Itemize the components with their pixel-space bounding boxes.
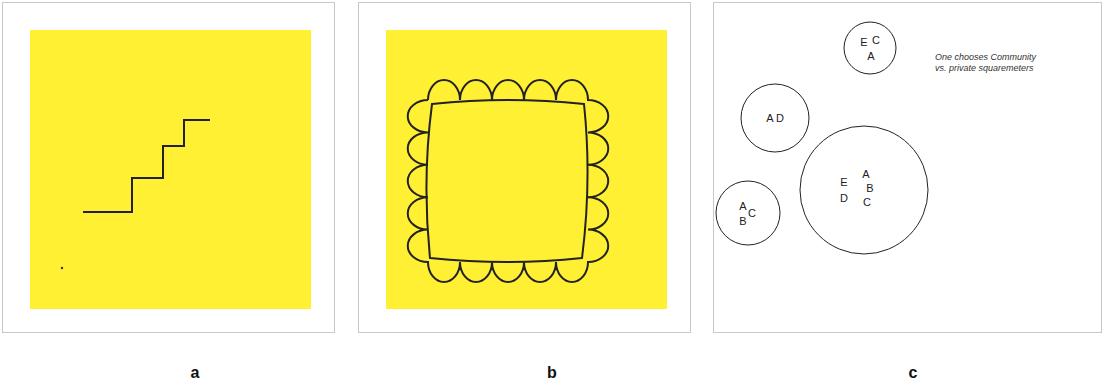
sticky-note (386, 30, 667, 309)
panel-label: a (191, 364, 200, 382)
circle-letter: C (863, 196, 871, 208)
circle-letter: B (739, 215, 746, 227)
square-sketch (426, 100, 587, 262)
letter-circle: ACB (715, 180, 781, 246)
letter-circle: ECA (843, 21, 897, 75)
circle-letter: A (766, 112, 773, 124)
circle-letter: A (739, 200, 746, 212)
sticky-note (30, 30, 311, 309)
panel-label: b (547, 364, 557, 382)
circle-letter: C (872, 34, 880, 46)
letter-circle: E AB D C (799, 125, 929, 255)
circle-outline (799, 125, 929, 255)
panel-frame (359, 3, 691, 333)
circle-letter: E (840, 176, 847, 188)
circle-letter: E (860, 36, 867, 48)
panel-frame (714, 3, 1102, 333)
dot (61, 267, 63, 269)
circle-letter: A (862, 168, 869, 180)
circle-letter: D (840, 192, 848, 204)
circle-outline (715, 180, 781, 246)
handwritten-note: One chooses Community vs. private square… (935, 52, 1045, 74)
circle-outline (740, 83, 810, 153)
panel-label: c (909, 364, 918, 382)
panel-frame (3, 3, 335, 333)
circle-outline (843, 21, 897, 75)
circle-letter: C (748, 207, 756, 219)
circle-letter: A (867, 50, 874, 62)
letter-circle: AD (740, 83, 810, 153)
circle-letter: B (866, 182, 873, 194)
staircase-sketch (83, 120, 210, 212)
scallop-outline (408, 80, 609, 282)
circle-letter: D (776, 112, 784, 124)
